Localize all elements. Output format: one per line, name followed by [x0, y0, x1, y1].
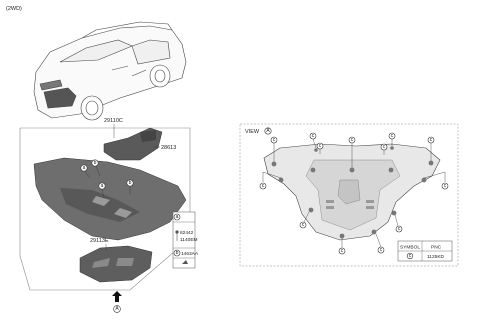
svg-text:c: c — [430, 137, 433, 143]
callout-c-4: c — [348, 136, 356, 144]
callout-b-2: b — [126, 179, 134, 187]
legend-box: a 82442 1140EM b 1463AA — [172, 211, 199, 269]
main-cover-part — [33, 157, 187, 241]
callout-c-1: c — [270, 136, 278, 144]
svg-text:c: c — [341, 248, 344, 254]
svg-text:a: a — [83, 165, 86, 171]
table-header-symbol: SYMBOL — [400, 245, 420, 251]
view-label: VIEW — [245, 129, 260, 135]
callout-c-13: c — [377, 246, 385, 254]
clip-icon — [175, 230, 179, 234]
front-cover-part — [79, 245, 153, 283]
svg-text:c: c — [262, 183, 265, 189]
legend-b-part: 1463AA — [181, 251, 199, 257]
svg-text:c: c — [391, 133, 394, 139]
svg-text:A: A — [115, 306, 119, 312]
table-row-symbol: c — [406, 252, 414, 260]
svg-text:b: b — [94, 160, 97, 166]
svg-text:a: a — [176, 214, 179, 220]
svg-text:c: c — [319, 143, 322, 149]
callout-c-9: c — [441, 182, 449, 190]
svg-text:c: c — [409, 253, 412, 259]
callout-a-2: a — [98, 182, 106, 190]
svg-text:a: a — [101, 183, 104, 189]
callout-c-5: c — [388, 132, 396, 140]
assembly-frame — [19, 127, 191, 291]
variant-label: (2WD) — [6, 6, 22, 12]
svg-text:c: c — [380, 247, 383, 253]
callout-c-12: c — [338, 247, 346, 255]
svg-text:c: c — [444, 183, 447, 189]
vehicle-illustration — [33, 21, 187, 121]
cover-bottom-view — [263, 143, 441, 241]
legend-symbol-b: b — [173, 249, 181, 257]
callout-b-1: b — [91, 159, 99, 167]
screw-icon — [182, 260, 188, 264]
callout-a-1: a — [80, 164, 88, 172]
view-leader-lines — [262, 138, 446, 248]
svg-text:b: b — [176, 250, 179, 256]
svg-text:A: A — [266, 128, 270, 134]
svg-text:c: c — [351, 137, 354, 143]
front-cover-label: 29113E — [90, 238, 109, 244]
callout-c-6: c — [380, 143, 388, 151]
view-ref-callout: A — [264, 127, 272, 135]
main-cover-label: 29110C — [104, 118, 123, 124]
svg-text:c: c — [383, 144, 386, 150]
svg-text:c: c — [302, 222, 305, 228]
callout-c-11: c — [395, 225, 403, 233]
legend-a-part-2: 1140EM — [180, 237, 198, 243]
callout-c-8: c — [259, 182, 267, 190]
svg-text:c: c — [398, 226, 401, 232]
table-header-pnc: PNC — [431, 245, 442, 251]
bracket-part — [103, 127, 163, 161]
callout-c-2: c — [309, 132, 317, 140]
legend-a-part-1: 82442 — [180, 230, 194, 236]
bracket-label: 28613 — [161, 145, 176, 151]
callout-c-3: c — [316, 142, 324, 150]
view-frame — [239, 123, 459, 267]
callout-c-7: c — [427, 136, 435, 144]
callout-c-10: c — [299, 221, 307, 229]
svg-text:b: b — [129, 180, 132, 186]
svg-text:c: c — [273, 137, 276, 143]
view-arrow: A — [112, 291, 122, 313]
symbol-table: SYMBOL PNC c 1125KD — [397, 240, 453, 262]
table-row-pnc: 1125KD — [427, 254, 445, 260]
view-callouts: c c c c c c c c c c c c c — [259, 132, 449, 255]
legend-symbol-a: a — [173, 213, 181, 221]
svg-text:c: c — [312, 133, 315, 139]
